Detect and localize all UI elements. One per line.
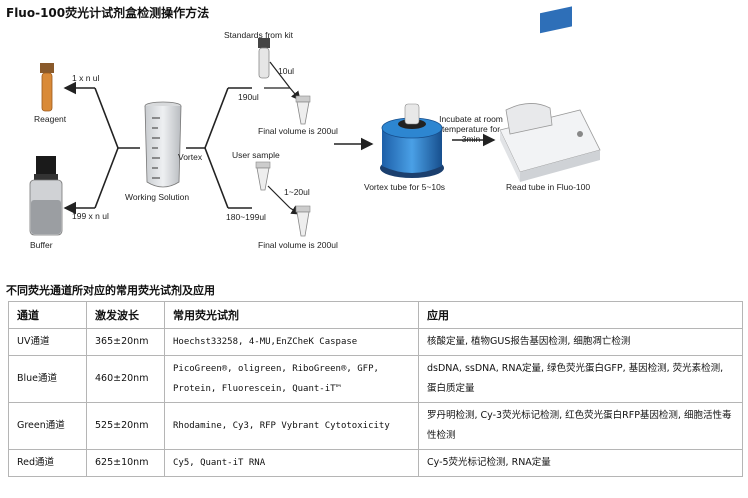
standards-label: Standards from kit [224, 30, 293, 40]
workflow-diagram [29, 6, 601, 237]
sample-ws-volume: 180~199ul [226, 212, 266, 222]
table-row: UV通道 365±20nm Hoechst33258, 4-MU,EnZCheK… [8, 328, 743, 356]
fluorescence-channel-table: 通道 激发波长 常用荧光试剂 应用 UV通道 365±20nm Hoechst3… [8, 301, 743, 477]
standard-ws-volume: 190ul [238, 92, 259, 102]
incubate-label: Incubate at room temperature for 3min [439, 114, 503, 144]
reagent-volume: 1 x n ul [72, 73, 100, 83]
table-cell: Blue通道 [8, 355, 87, 403]
vortex-mixer-icon [380, 103, 444, 178]
table-cell: Rhodamine, Cy3, RFP Vybrant Cytotoxicity [164, 402, 419, 450]
table-cell: Green通道 [8, 402, 87, 450]
table-cell: Hoechst33258, 4-MU,EnZCheK Caspase [164, 328, 419, 356]
table-cell: UV通道 [8, 328, 87, 356]
working-solution-label: Working Solution [125, 192, 190, 202]
table-cell: Cy-5荧光标记检测, RNA定量 [418, 449, 743, 477]
final-tube-icon [295, 205, 311, 237]
table-cell: 460±20nm [86, 355, 165, 403]
table-row: Blue通道 460±20nm PicoGreen®, oligreen, Ri… [8, 355, 743, 403]
standards-tube-icon [258, 38, 270, 79]
table-cell: dsDNA, ssDNA, RNA定量, 绿色荧光蛋白GFP, 基因检测, 荧光… [418, 355, 743, 403]
buffer-bottle-icon [29, 156, 63, 236]
final-volume-label-1: Final volume is 200ul [258, 126, 338, 136]
table-title: 不同荧光通道所对应的常用荧光试剂及应用 [6, 284, 215, 297]
column-header: 通道 [8, 301, 87, 329]
table-cell: 625±10nm [86, 449, 165, 477]
table-cell: PicoGreen®, oligreen, RiboGreen®, GFP, P… [164, 355, 419, 403]
table-row: Green通道 525±20nm Rhodamine, Cy3, RFP Vyb… [8, 402, 743, 450]
final-tube-icon [295, 95, 311, 125]
column-header: 激发波长 [86, 301, 165, 329]
table-cell: 核酸定量, 植物GUS报告基因检测, 细胞凋亡检测 [418, 328, 743, 356]
table-header-row: 通道 激发波长 常用荧光试剂 应用 [8, 301, 743, 329]
column-header: 常用荧光试剂 [164, 301, 419, 329]
fluorometer-device-icon [499, 6, 601, 182]
sample-volume: 1~20ul [284, 187, 310, 197]
vortex-label: Vortex [178, 152, 203, 162]
column-header: 应用 [418, 301, 743, 329]
standard-volume: 10ul [278, 66, 295, 76]
table-cell: Red通道 [8, 449, 87, 477]
table-cell: 525±20nm [86, 402, 165, 450]
table-row: Red通道 625±10nm Cy5, Quant-iT RNA Cy-5荧光标… [8, 449, 743, 477]
page-title: Fluo-100荧光计试剂盒检测操作方法 [6, 6, 210, 20]
reagent-label: Reagent [34, 114, 67, 124]
reagent-tube-icon [40, 63, 54, 112]
table-cell: 365±20nm [86, 328, 165, 356]
user-sample-label: User sample [232, 150, 280, 160]
read-label: Read tube in Fluo-100 [506, 182, 591, 192]
working-solution-cylinder-icon [144, 101, 182, 188]
final-volume-label-2: Final volume is 200ul [258, 240, 338, 250]
buffer-label: Buffer [30, 240, 53, 250]
table-cell: Cy5, Quant-iT RNA [164, 449, 419, 477]
sample-tube-icon [255, 161, 271, 191]
vortex-tube-label: Vortex tube for 5~10s [364, 182, 446, 192]
table-cell: 罗丹明检测, Cy-3荧光标记检测, 红色荧光蛋白RFP基因检测, 细胞活性毒性… [418, 402, 743, 450]
buffer-volume: 199 x n ul [72, 211, 109, 221]
